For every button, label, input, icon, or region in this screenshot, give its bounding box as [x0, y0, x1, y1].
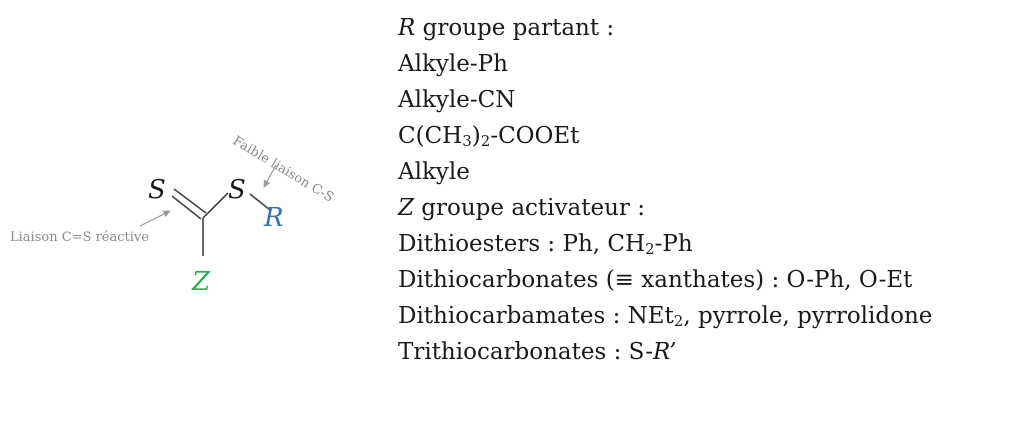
- r-prime-symbol: R’: [653, 339, 677, 365]
- r-item3-part-a: C(CH: [398, 123, 463, 149]
- dithiocarbamates-sub: 2: [673, 312, 684, 330]
- c-s-double-bond-line-1: [171, 195, 202, 220]
- c-s-double-bond-line-2: [173, 188, 207, 214]
- z-symbol: Z: [398, 195, 414, 221]
- r-item-alkyl-ph: Alkyle-Ph: [398, 51, 508, 77]
- r-item3-sub-2: 2: [480, 132, 491, 150]
- r-item-alkyl: Alkyle: [398, 159, 470, 185]
- reactive-bond-note: Liaison C=S réactive: [10, 230, 149, 245]
- weak-bond-arrow: [263, 164, 277, 188]
- dithioesters-part-a: Dithioesters : Ph, CH: [398, 231, 646, 257]
- dithiocarbamates-part-b: , pyrrole, pyrrolidone: [683, 303, 933, 329]
- z-item-dithiocarbamates: Dithiocarbamates : NEt2, pyrrole, pyrrol…: [398, 298, 1008, 334]
- dithiocarbamates-part-a: Dithiocarbamates : NEt: [398, 303, 674, 329]
- z-heading-text: groupe activateur :: [413, 195, 645, 221]
- trithiocarbonates-part-a: Trithiocarbonates : S-: [398, 339, 654, 365]
- z-item-dithioesters: Dithioesters : Ph, CH2-Ph: [398, 226, 1008, 262]
- raft-agent-structure: S S R Z Faible liaison C-S Liaison C=S r…: [10, 134, 336, 297]
- weak-bond-note: Faible liaison C-S: [230, 134, 336, 206]
- atom-s-double: S: [148, 175, 166, 205]
- r-item-cme2-cooet: C(CH3)2-COOEt: [398, 118, 1008, 154]
- atom-s-single: S: [228, 175, 246, 205]
- atom-z: Z: [191, 267, 211, 297]
- z-group-heading: Z groupe activateur :: [398, 190, 1008, 226]
- r-symbol: R: [398, 15, 416, 41]
- r-group-heading: R groupe partant :: [398, 10, 1008, 46]
- z-item-dithiocarbonates: Dithiocarbonates (≡ xanthates) : O-Ph, O…: [398, 267, 913, 293]
- r-item3-part-b: ): [471, 123, 481, 149]
- z-item-trithiocarbonates: Trithiocarbonates : S-R’: [398, 334, 1008, 370]
- r-item3-part-c: -COOEt: [490, 123, 580, 149]
- c-s-single-bond: [202, 192, 229, 219]
- atom-r: R: [263, 203, 284, 233]
- r-heading-text: groupe partant :: [415, 15, 615, 41]
- group-legend: R groupe partant : Alkyle-Ph Alkyle-CN C…: [398, 10, 1008, 370]
- reactive-bond-arrow: [139, 210, 171, 227]
- r-item-alkyl-cn: Alkyle-CN: [398, 87, 516, 113]
- dithioesters-sub: 2: [645, 240, 655, 258]
- r-item3-sub-1: 3: [462, 132, 472, 150]
- s-r-bond: [249, 193, 271, 211]
- dithioesters-part-b: -Ph: [654, 231, 693, 257]
